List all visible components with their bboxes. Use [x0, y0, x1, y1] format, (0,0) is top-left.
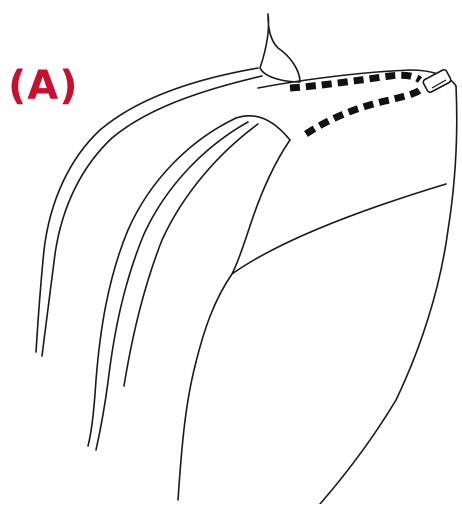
horn-projection — [260, 14, 300, 82]
inner-mass-outline — [232, 140, 290, 274]
tube-marker — [422, 69, 452, 94]
middle-fold-line — [88, 118, 236, 446]
right-edge — [320, 86, 457, 504]
suture-line-upper — [290, 75, 420, 88]
outer-contour-line-inner — [42, 76, 262, 356]
crease — [236, 116, 290, 140]
lower-contour — [178, 274, 232, 500]
panel-label: (A) — [8, 66, 79, 106]
middle-fold-line-third — [124, 124, 258, 386]
suture-line-lower — [306, 90, 420, 134]
outer-contour-line — [36, 68, 258, 352]
inner-mass-lower-curve — [232, 184, 446, 274]
